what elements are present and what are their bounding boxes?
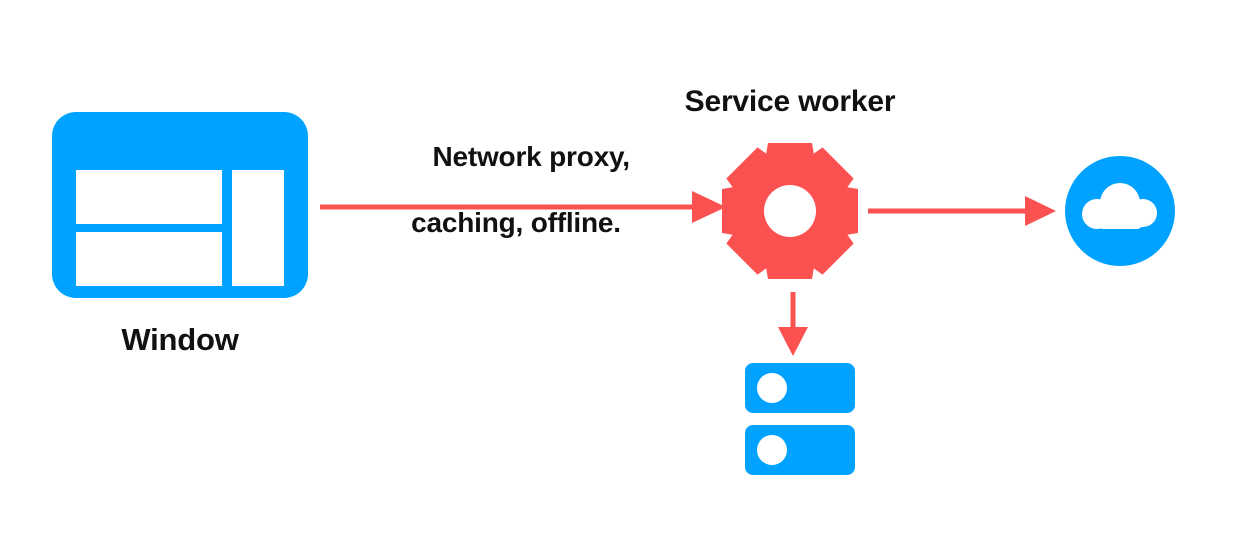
cloud-icon xyxy=(1065,156,1175,266)
arrow-window-to-worker xyxy=(320,191,726,223)
arrow-worker-to-cache xyxy=(778,292,808,356)
database-icon xyxy=(745,363,855,475)
arrow-worker-to-cloud xyxy=(868,196,1056,226)
service-worker-node-label: Service worker xyxy=(684,85,896,118)
edge-label-line-2: caching, offline. xyxy=(411,207,621,239)
window-icon xyxy=(52,112,308,298)
window-node-label: Window xyxy=(121,322,239,357)
gear-icon xyxy=(722,143,858,279)
edge-label-network-proxy: Network proxy, caching, offline. xyxy=(380,107,652,305)
edge-label-line-1: Network proxy, xyxy=(432,141,630,173)
